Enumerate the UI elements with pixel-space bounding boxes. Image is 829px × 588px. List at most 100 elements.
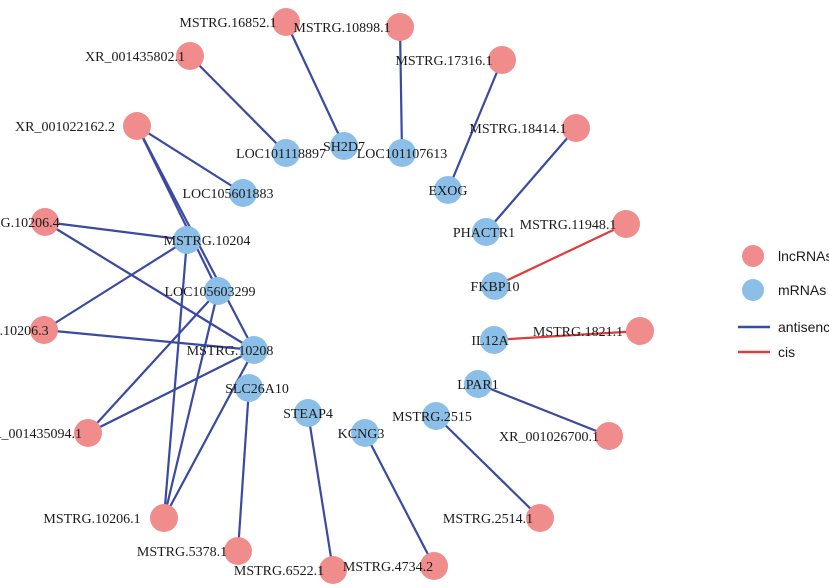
- mrna-node-sh2d7[interactable]: SH2D7: [323, 132, 365, 160]
- lncrna-node-mstrg-11948-1[interactable]: MSTRG.11948.1: [520, 210, 640, 238]
- mrna-node-mstrg-2515[interactable]: MSTRG.2515: [392, 402, 472, 430]
- lncrna-node-mstrg-6522-1[interactable]: MSTRG.6522.1: [234, 556, 347, 584]
- node-label: MSTRG.18414.1: [469, 122, 566, 137]
- lncrna-node-xr-001022162-2[interactable]: XR_001022162.2: [15, 112, 151, 140]
- node-label: MSTRG.11948.1: [520, 218, 617, 233]
- node-circle: [434, 176, 462, 204]
- mrna-node-exog[interactable]: EXOG: [429, 176, 468, 204]
- node-label: MSTRG.1821.1: [533, 325, 623, 340]
- mrna-node-loc105603299[interactable]: LOC105603299: [165, 277, 256, 305]
- node-circle: [422, 402, 450, 430]
- lncrna-node-mstrg-10206-3[interactable]: MSTRG.10206.3: [0, 316, 58, 344]
- lncrna-node-xr-001435802-1[interactable]: XR_001435802.1: [85, 42, 204, 70]
- node-circle: [388, 139, 416, 167]
- node-label: EXOG: [429, 184, 468, 199]
- node-circle: [488, 46, 516, 74]
- mrna-node-mstrg-10204[interactable]: MSTRG.10204: [164, 226, 251, 254]
- node-label: LOC105601883: [183, 187, 274, 202]
- lncrna-node-xr-001435094-1[interactable]: XR_001435094.1: [0, 419, 102, 447]
- antisence-edge-mstrg-5378-1-to-slc26a10: [236, 387, 251, 552]
- node-label: MSTRG.10208: [187, 344, 274, 359]
- mrna-node-fkbp10[interactable]: FKBP10: [470, 272, 520, 300]
- mrna-node-il12a[interactable]: IL12A: [471, 326, 510, 354]
- antisence-edge-xr-001435094-1-to-loc105603299: [87, 290, 219, 434]
- legend: lncRNAs mRNAs antisence cis: [738, 245, 829, 360]
- node-circle: [294, 399, 322, 427]
- legend-antisence-label: antisence: [778, 319, 829, 335]
- node-circle: [74, 419, 102, 447]
- mrna-node-lpar1[interactable]: LPAR1: [457, 370, 499, 398]
- antisence-edge-mstrg-4734-2-to-kcng3: [364, 432, 435, 567]
- node-circle: [235, 374, 263, 402]
- lncrna-node-mstrg-10898-1[interactable]: MSTRG.10898.1: [293, 13, 414, 41]
- node-label: LPAR1: [457, 378, 499, 393]
- legend-mrna-swatch: [742, 279, 764, 301]
- lncrna-node-xr-001026700-1[interactable]: XR_001026700.1: [499, 422, 623, 450]
- node-label: XR_001026700.1: [499, 430, 599, 445]
- antisence-edge-mstrg-10206-3-to-mstrg-10208: [43, 328, 255, 352]
- node-circle: [229, 179, 257, 207]
- antisence-edge-xr-001026700-1-to-lpar1: [477, 382, 610, 438]
- lncrna-node-mstrg-2514-1[interactable]: MSTRG.2514.1: [443, 504, 554, 532]
- antisence-edge-mstrg-10206-1-to-mstrg-10204: [162, 239, 189, 519]
- lncrna-node-mstrg-17316-1[interactable]: MSTRG.17316.1: [395, 46, 516, 74]
- node-label: MSTRG.10206.1: [43, 512, 140, 527]
- mrna-node-kcng3[interactable]: KCNG3: [338, 419, 385, 447]
- node-label: MSTRG.2514.1: [443, 512, 533, 527]
- node-circle: [150, 504, 178, 532]
- antisence-edge-mstrg-2514-1-to-mstrg-2515: [435, 415, 541, 519]
- node-circle: [612, 210, 640, 238]
- node-circle: [386, 13, 414, 41]
- mrna-node-loc105601883[interactable]: LOC105601883: [183, 179, 274, 207]
- mrna-node-phactr1[interactable]: PHACTR1: [453, 218, 515, 246]
- mrna-node-slc26a10[interactable]: SLC26A10: [225, 374, 289, 402]
- node-label: PHACTR1: [453, 226, 515, 241]
- mrna-node-loc101107613[interactable]: LOC101107613: [357, 139, 447, 167]
- node-circle: [272, 139, 300, 167]
- lncrna-node-mstrg-5378-1[interactable]: MSTRG.5378.1: [137, 537, 252, 565]
- node-label: KCNG3: [338, 427, 385, 442]
- node-label: SH2D7: [323, 140, 365, 155]
- node-label: MSTRG.10206.4: [0, 216, 60, 231]
- legend-lncrna-label: lncRNAs: [778, 248, 829, 264]
- node-circle: [595, 422, 623, 450]
- antisence-edge-xr-001435802-1-to-loc101118897: [189, 55, 287, 154]
- mrna-node-steap4[interactable]: STEAP4: [283, 399, 333, 427]
- node-label: FKBP10: [470, 280, 519, 295]
- node-label: MSTRG.16852.1: [179, 16, 276, 31]
- node-circle: [464, 370, 492, 398]
- antisence-edge-mstrg-10206-1-to-loc105603299: [162, 290, 220, 519]
- node-circle: [351, 419, 379, 447]
- node-label: XR_001022162.2: [15, 120, 115, 135]
- antisence-edge-mstrg-10206-4-to-mstrg-10204: [44, 220, 188, 242]
- node-circle: [330, 132, 358, 160]
- node-label: LOC101107613: [357, 147, 447, 162]
- edge-layer: [43, 21, 641, 571]
- lncrna-node-mstrg-16852-1[interactable]: MSTRG.16852.1: [179, 8, 300, 36]
- lncrna-node-mstrg-10206-4[interactable]: MSTRG.10206.4: [0, 208, 60, 236]
- node-label: IL12A: [471, 334, 509, 349]
- node-label: XR_001435802.1: [85, 50, 185, 65]
- node-label: MSTRG.10204: [164, 234, 251, 249]
- lncrna-node-mstrg-10206-1[interactable]: MSTRG.10206.1: [43, 504, 178, 532]
- node-label: SLC26A10: [225, 382, 289, 397]
- node-circle: [30, 316, 58, 344]
- node-label: MSTRG.4734.2: [343, 560, 433, 575]
- antisence-edge-mstrg-10206-1-to-mstrg-10208: [163, 349, 255, 519]
- node-label: XR_001435094.1: [0, 427, 82, 442]
- node-label: STEAP4: [283, 407, 333, 422]
- node-label: MSTRG.10898.1: [293, 21, 390, 36]
- lncrna-node-mstrg-4734-2[interactable]: MSTRG.4734.2: [343, 552, 448, 580]
- mrna-node-mstrg-10208[interactable]: MSTRG.10208: [187, 336, 274, 364]
- node-circle: [272, 8, 300, 36]
- node-circle: [562, 114, 590, 142]
- lncrna-node-mstrg-1821-1[interactable]: MSTRG.1821.1: [533, 317, 654, 345]
- mrna-node-loc101118897[interactable]: LOC101118897: [236, 139, 326, 167]
- lncrna-node-mstrg-18414-1[interactable]: MSTRG.18414.1: [469, 114, 590, 142]
- antisence-edge-mstrg-10206-4-to-mstrg-10208: [44, 221, 255, 351]
- node-label: MSTRG.17316.1: [395, 54, 492, 69]
- legend-lncrna-swatch: [742, 245, 764, 267]
- node-circle: [526, 504, 554, 532]
- node-circle: [224, 537, 252, 565]
- node-label: LOC105603299: [165, 285, 256, 300]
